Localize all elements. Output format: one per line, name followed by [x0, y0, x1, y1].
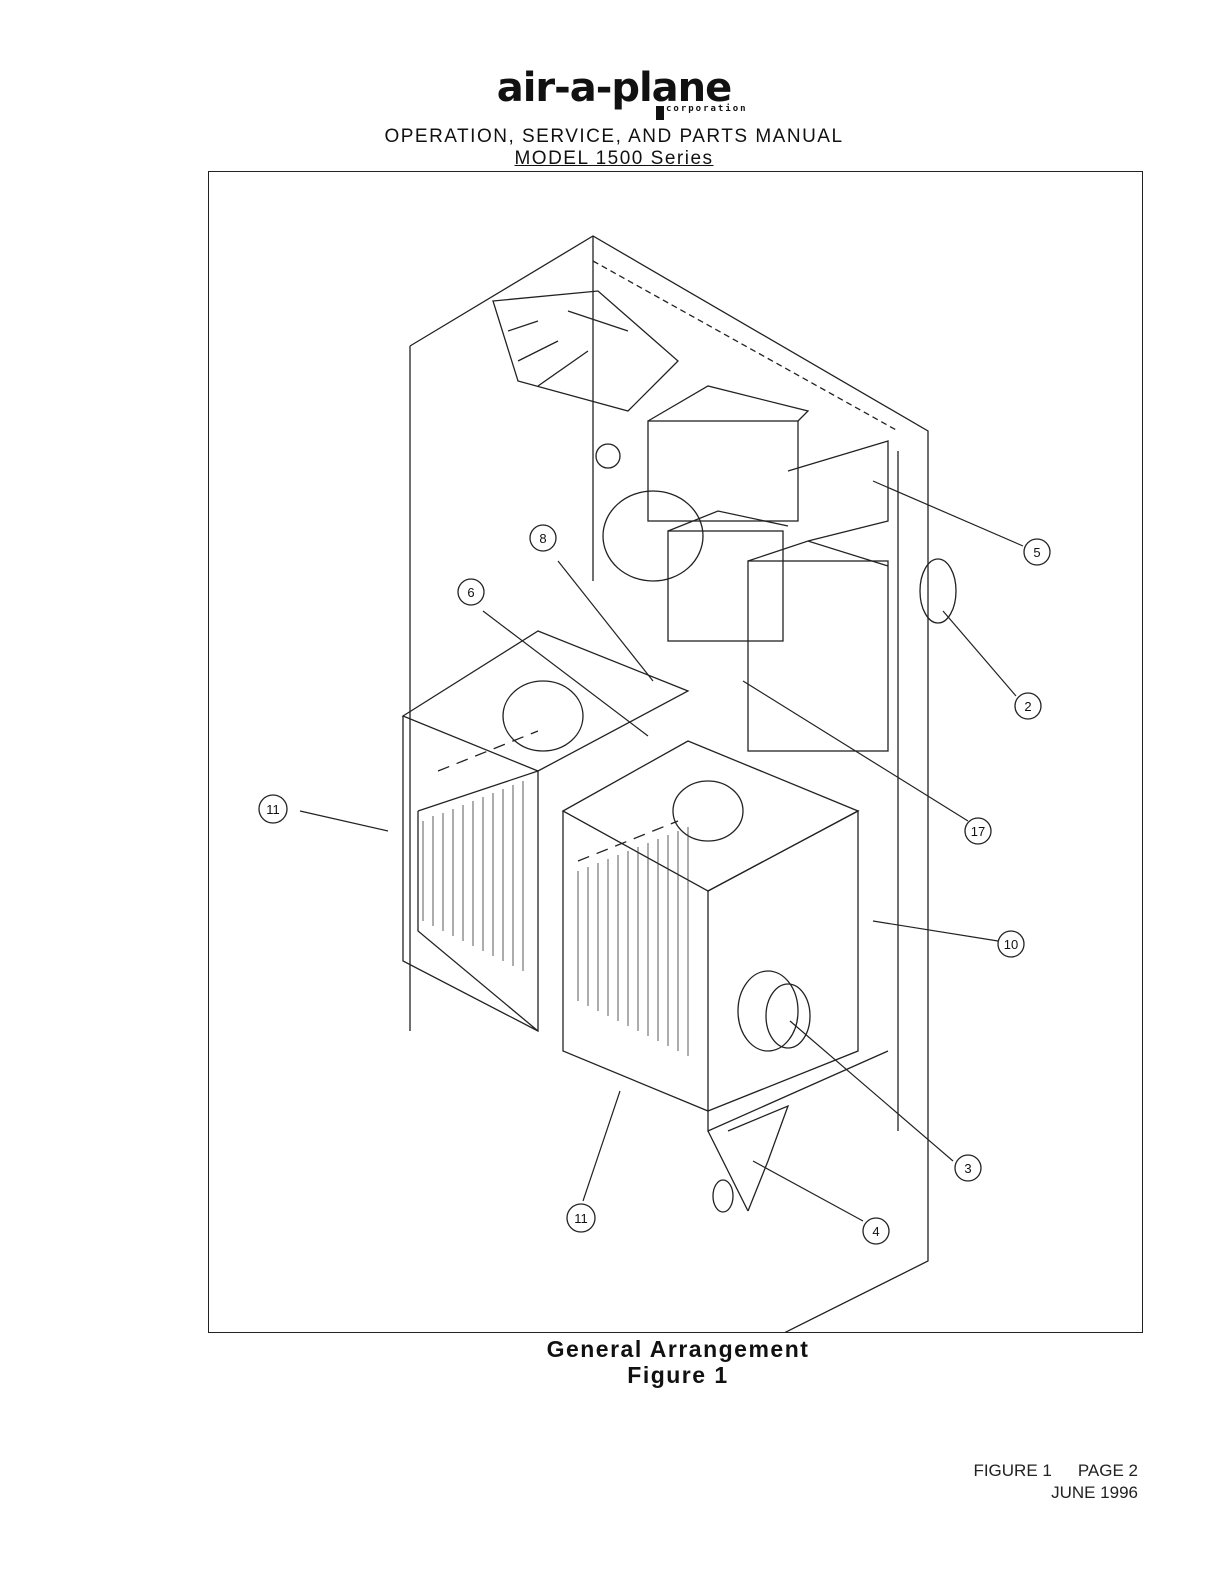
logo-subtext: corporation — [666, 104, 748, 114]
model-line: MODEL 1500 Series — [0, 148, 1228, 170]
callout-label: 4 — [872, 1224, 879, 1239]
general-arrangement-drawing: 5 2 8 6 11 17 10 3 11 4 — [208, 171, 1143, 1333]
footer-date: JUNE 1996 — [1051, 1483, 1138, 1503]
callout-label: 10 — [1004, 937, 1018, 952]
callout-label: 6 — [467, 585, 474, 600]
callout-label: 8 — [539, 531, 546, 546]
footer-page: PAGE 2 — [1078, 1461, 1138, 1480]
logo-text: air-a-plane — [497, 68, 732, 108]
callout-label: 17 — [971, 824, 985, 839]
callout-label: 11 — [266, 802, 280, 817]
manual-title: OPERATION, SERVICE, AND PARTS MANUAL — [0, 126, 1228, 148]
footer-reference: FIGURE 1 PAGE 2 — [973, 1461, 1138, 1481]
figure-caption-title: General Arrangement — [0, 1336, 1228, 1363]
figure-caption-number: Figure 1 — [0, 1362, 1228, 1389]
footer-figure-ref: FIGURE 1 — [973, 1461, 1051, 1480]
callout-label: 5 — [1033, 545, 1040, 560]
callout-label: 2 — [1024, 699, 1031, 714]
callout-label: 11 — [574, 1211, 588, 1226]
logo-wordmark: air-a-plane — [0, 68, 1228, 108]
callout-label: 3 — [964, 1161, 971, 1176]
logo-mark — [656, 106, 664, 120]
